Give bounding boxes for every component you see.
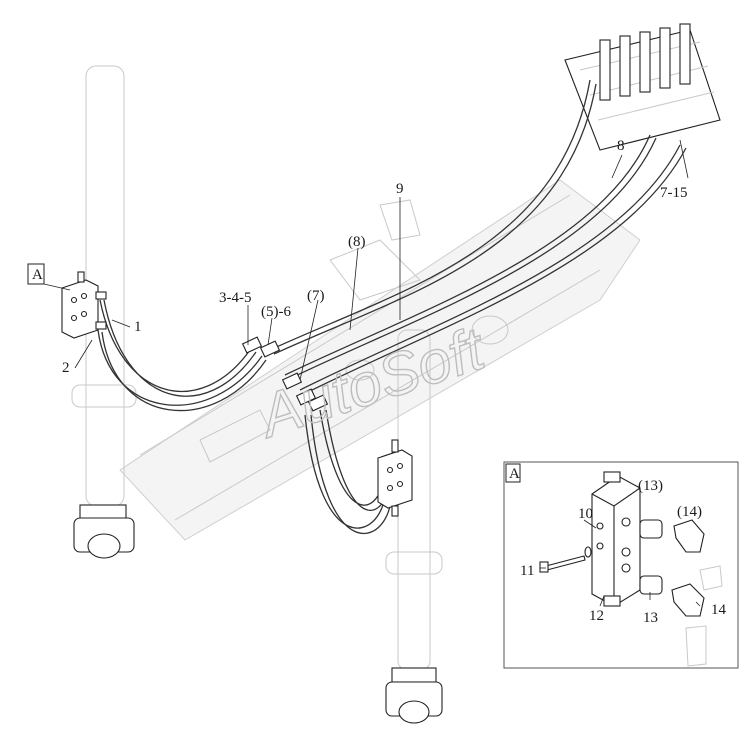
callout-8-ref: (8)	[348, 234, 366, 250]
callout-13-ref: (13)	[638, 478, 663, 494]
callout-14-ref: (14)	[677, 504, 702, 520]
callout-12: 12	[589, 608, 604, 624]
leader-lines	[74, 139, 689, 529]
callout-9: 9	[396, 181, 404, 197]
left-distribution-block	[61, 271, 107, 339]
left-support-column	[71, 65, 137, 559]
callout-labels: A 1 2 3-4-5 (5)-6 (7) (8) 9 8 7-15 10 11…	[27, 138, 727, 626]
callout-13: 13	[643, 610, 658, 626]
callout-8: 8	[617, 138, 625, 154]
right-distribution-block	[377, 439, 413, 517]
middle-fittings	[241, 336, 329, 412]
callout-7-ref: (7)	[307, 288, 325, 304]
callout-2: 2	[62, 360, 70, 376]
callout-3-4-5: 3-4-5	[219, 290, 252, 306]
control-valve-bank	[564, 23, 721, 151]
right-support-column	[385, 329, 443, 724]
main-view-tag-box	[27, 263, 45, 285]
detail-view-a: A	[503, 461, 739, 669]
callout-5-6: (5)-6	[261, 304, 291, 320]
detail-view-tag-box	[505, 463, 521, 483]
main-view-tag: A	[32, 267, 43, 283]
callout-1: 1	[134, 319, 142, 335]
boom-ghost-outline	[119, 179, 641, 541]
callout-14: 14	[711, 602, 727, 618]
hydraulic-hoses	[97, 79, 687, 535]
callout-10: 10	[578, 506, 593, 522]
callout-11: 11	[520, 563, 534, 579]
callout-7-15: 7-15	[660, 185, 688, 201]
detail-view-tag: A	[509, 466, 520, 482]
